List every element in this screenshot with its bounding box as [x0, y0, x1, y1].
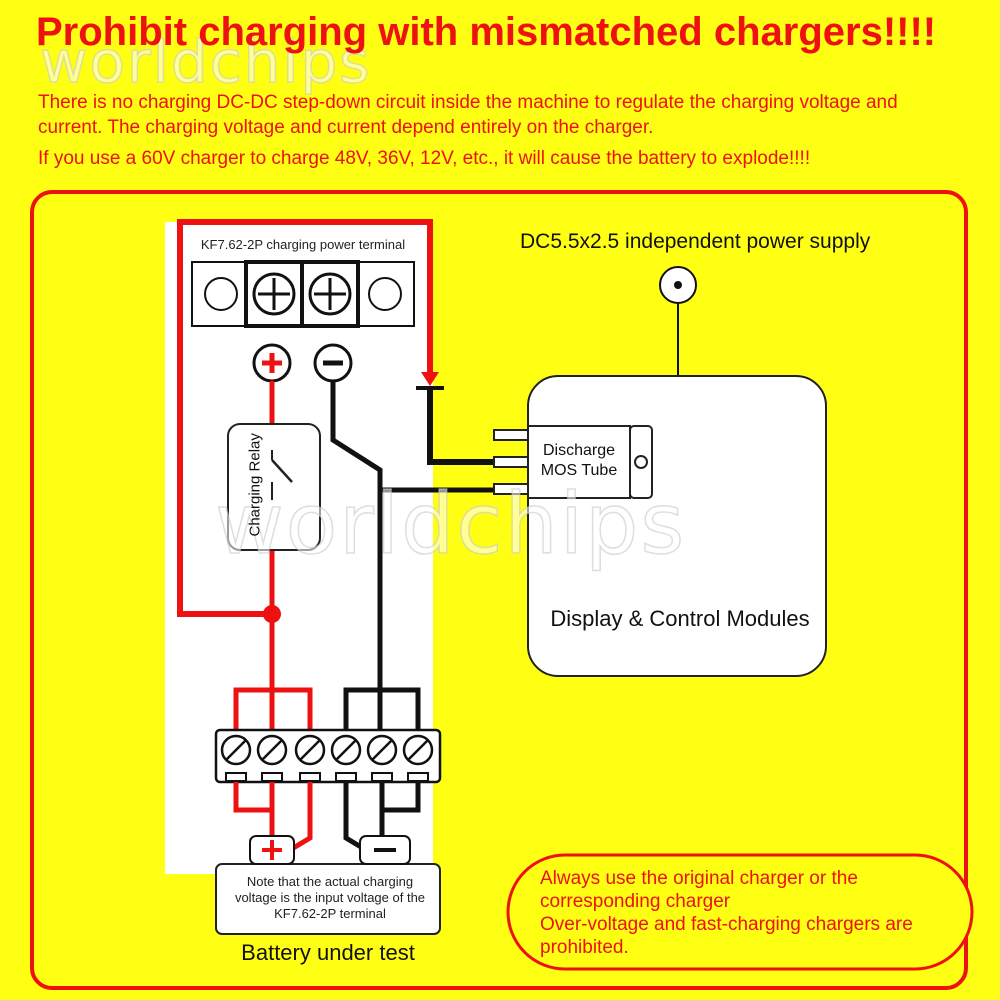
positive-terminal-icon	[252, 343, 292, 383]
red-loop-wire	[233, 687, 313, 740]
screw-plus-icon-1	[252, 272, 296, 316]
black-mos-wire-1	[427, 390, 500, 465]
callout-ellipse	[506, 853, 974, 971]
warning-text-2: If you use a 60V charger to charge 48V, …	[38, 148, 811, 169]
mos-label-line-1: Discharge	[542, 442, 616, 459]
battery-note: Note that the actual charging voltage is…	[234, 874, 426, 921]
battery-body	[215, 863, 441, 935]
strip-screw-icons	[220, 734, 434, 766]
mos-label-line-2: MOS Tube	[540, 462, 618, 479]
callout-text: Always use the original charger or the c…	[540, 867, 960, 959]
black-loop-wire	[343, 687, 421, 740]
red-arrow-icon	[421, 372, 439, 386]
relay-switch	[271, 459, 293, 483]
mos-tube	[527, 425, 631, 499]
charging-relay	[227, 423, 321, 551]
screw-plus-icon-2	[308, 272, 352, 316]
modules-label: Display & Control Modules	[550, 606, 810, 631]
mos-label: Discharge MOS Tube	[533, 441, 625, 481]
page-title: Prohibit charging with mismatched charge…	[36, 10, 937, 54]
battery-label: Battery under test	[241, 940, 415, 965]
red-charge-wire	[177, 219, 433, 617]
callout-line-2: Over-voltage and fast-charging chargers …	[540, 914, 913, 958]
diagram-panel	[30, 190, 968, 990]
callout-line-1: Always use the original charger or the c…	[540, 868, 858, 912]
terminal-label: KF7.62-2P charging power terminal	[200, 237, 406, 252]
warning-text-1: There is no charging DC-DC step-down cir…	[38, 92, 898, 138]
power-supply-label: DC5.5x2.5 independent power supply	[520, 230, 871, 253]
red-battery-wire	[233, 782, 313, 853]
black-negative-wire	[330, 381, 383, 740]
relay-label: Charging Relay	[246, 433, 264, 537]
negative-terminal-icon	[313, 343, 353, 383]
